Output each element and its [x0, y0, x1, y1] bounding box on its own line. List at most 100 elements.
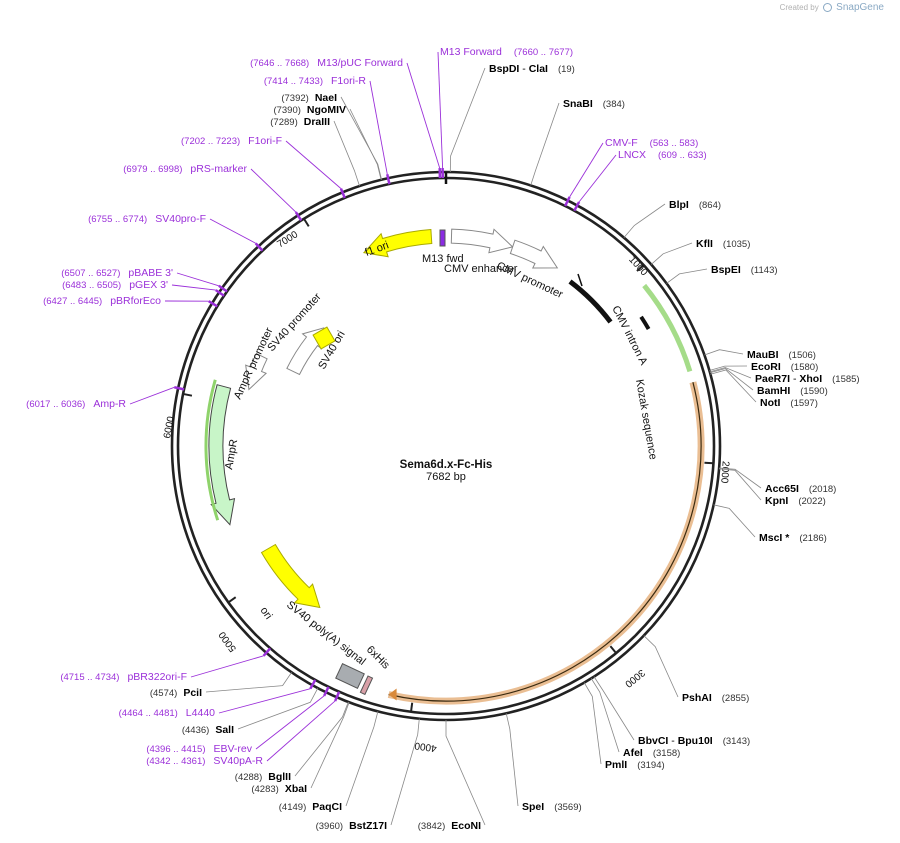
primer-mark-prs-marker: [294, 211, 303, 222]
site-label-pshai[interactable]: PshAI(2855): [682, 692, 749, 704]
site-label-ecori[interactable]: EcoRI(1580): [751, 361, 818, 373]
feature-cmv-enhancer[interactable]: [450, 228, 514, 254]
feature-ampr[interactable]: [208, 384, 236, 526]
site-label-afei[interactable]: AfeI(3158): [623, 747, 680, 759]
site-label-econi[interactable]: (3842)EcoNI: [418, 820, 481, 832]
feature-ori[interactable]: [260, 543, 321, 609]
site-label-msci[interactable]: MscI *(2186): [759, 532, 827, 544]
plasmid-size: 7682 bp: [426, 471, 466, 483]
feature-insert-orf-core: [388, 382, 702, 702]
site-position: (384): [603, 99, 625, 110]
primer-leader-lncx: [578, 154, 617, 203]
site-label-spei[interactable]: SpeI(3569): [522, 801, 582, 813]
site-label-paer7i[interactable]: PaeR7I - XhoI(1585): [755, 373, 860, 385]
feature-cmv-promoter[interactable]: [509, 239, 559, 269]
site-label-noti[interactable]: NotI(1597): [760, 397, 818, 409]
ring-tick-label: 7000: [275, 229, 300, 250]
primer-label-lncx[interactable]: LNCX(609 .. 633): [618, 149, 707, 161]
site-label-bbvci[interactable]: BbvCI - Bpu10I(3143): [638, 735, 750, 747]
primer-label-prs-marker[interactable]: (6979 .. 6998)pRS-marker: [123, 163, 247, 175]
credit-prefix: Created by: [779, 3, 819, 12]
primer-label-f1ori-f[interactable]: (7202 .. 7223)F1ori-F: [181, 135, 282, 147]
primer-leader-ebv-rev: [255, 695, 325, 750]
site-label-bamhi[interactable]: BamHI(1590): [757, 385, 828, 397]
site-label-kfli[interactable]: KflI(1035): [696, 238, 750, 250]
site-label-bspei[interactable]: BspEI(1143): [711, 264, 778, 276]
primer-label-ebv-rev[interactable]: (4396 .. 4415)EBV-rev: [146, 743, 252, 755]
primer-name: pGEX 3': [129, 279, 168, 291]
site-leader-bglii: [294, 701, 349, 777]
site-leader-msci: [713, 504, 756, 538]
site-label-pcii[interactable]: (4574)PciI: [150, 687, 202, 699]
site-sep: -: [519, 63, 528, 75]
site-leader-noti: [710, 369, 757, 403]
ring-tick-label: 5000: [217, 629, 239, 654]
primer-leader-pbr322ori-f: [190, 655, 264, 678]
primer-label-pbr322ori-f[interactable]: (4715 .. 4734)pBR322ori-F: [60, 671, 187, 683]
site-label-bglii[interactable]: (4288)BglII: [235, 771, 291, 783]
site-position: (3158): [653, 748, 680, 759]
primer-label-pbabe-3[interactable]: (6507 .. 6527)pBABE 3': [61, 267, 173, 279]
primer-mark-lncx: [573, 201, 581, 212]
feature-f1-ori[interactable]: [362, 228, 433, 258]
site-position: (3194): [637, 760, 664, 771]
primer-label-sv40pro-f[interactable]: (6755 .. 6774)SV40pro-F: [88, 213, 206, 225]
feature-ampr-promoter[interactable]: [245, 352, 268, 391]
site-label-naei[interactable]: (7392)NaeI: [281, 92, 337, 104]
feature-kozak-sequence[interactable]: [639, 315, 651, 330]
primer-label-m13-forward[interactable]: M13 Forward(7660 .. 7677): [440, 46, 573, 58]
site-position: (7289): [270, 117, 297, 128]
ring-tick-mark: [227, 596, 237, 604]
primer-name: M13/pUC Forward: [317, 57, 403, 69]
feature-label-kozak-sequence: Kozak sequence: [633, 378, 659, 460]
site-name: BglII: [268, 771, 291, 783]
primer-label-m13-puc-forward[interactable]: (7646 .. 7668)M13/pUC Forward: [250, 57, 403, 69]
primer-label-sv40pa-r[interactable]: (4342 .. 4361)SV40pA-R: [146, 755, 263, 767]
site-label-blpi[interactable]: BlpI(864): [669, 199, 721, 211]
primer-label-pbrforeco[interactable]: (6427 .. 6445)pBRforEco: [43, 295, 161, 307]
primer-label-l4440[interactable]: (4464 .. 4481)L4440: [119, 707, 216, 719]
primer-mark-f1ori-f: [339, 188, 346, 199]
feature-sv40-polya-signal[interactable]: [335, 663, 365, 689]
primer-range: (6979 .. 6998): [123, 164, 182, 175]
primer-range: (6507 .. 6527): [61, 268, 120, 279]
site-label-draiii[interactable]: (7289)DraIII: [270, 116, 330, 128]
primer-leader-pbabe-3: [176, 272, 219, 287]
site-position: (19): [558, 64, 575, 75]
primer-label-f1ori-r[interactable]: (7414 .. 7433) F1ori-R: [264, 75, 367, 87]
site-label-bstz17i[interactable]: (3960)BstZ17I: [316, 820, 387, 832]
feature-6xhis[interactable]: [359, 675, 374, 696]
site-label-snabi[interactable]: SnaBI(384): [563, 98, 625, 110]
site-label-acc65i[interactable]: Acc65I(2018): [765, 483, 836, 495]
primer-leader-f1ori-f: [285, 140, 342, 189]
primer-range: (6483 .. 6505): [62, 280, 121, 291]
primer-range: (7414 .. 7433): [264, 76, 323, 87]
site-label-maubi[interactable]: MauBI(1506): [747, 349, 816, 361]
ring-tick-mark: [636, 264, 645, 272]
feature-sv40-ori[interactable]: [312, 326, 336, 350]
site-label-bspdi[interactable]: BspDI - ClaI(19): [489, 63, 575, 75]
snapgene-logo-icon: [822, 3, 832, 13]
primer-leader-m13-forward: [437, 51, 444, 169]
site-leader-blpi: [623, 203, 666, 238]
site-label-paqci[interactable]: (4149)PaqCI: [279, 801, 342, 813]
site-label-kpni[interactable]: KpnI(2022): [765, 495, 826, 507]
ring-tick-label: 4000: [413, 740, 437, 754]
site-label-ngomiv[interactable]: (7390)NgoMIV: [273, 104, 346, 116]
site-name: NaeI: [315, 92, 337, 104]
site-name: BamHI: [757, 385, 790, 397]
site-position: (4149): [279, 802, 306, 813]
primer-mark-pbabe-3: [218, 284, 228, 293]
feature-m13-fwd[interactable]: [439, 229, 446, 247]
site-label-xbai[interactable]: (4283)XbaI: [251, 783, 307, 795]
primer-label-pgex-3[interactable]: (6483 .. 6505) pGEX 3': [62, 279, 168, 291]
primer-name: F1ori-R: [331, 75, 366, 87]
primer-label-amp-r[interactable]: (6017 .. 6036)Amp-R: [26, 398, 126, 410]
primer-label-cmv-f[interactable]: CMV-F(563 .. 583): [605, 137, 698, 149]
feature-cmv-intron-a[interactable]: [568, 279, 613, 324]
primer-leader-sv40pro-f: [209, 218, 256, 244]
site-label-sali[interactable]: (4436)SalI: [182, 724, 234, 736]
site-label-pmli[interactable]: PmlI(3194): [605, 759, 665, 771]
primer-name: pBRforEco: [110, 295, 161, 307]
site-name: NotI: [760, 397, 780, 409]
